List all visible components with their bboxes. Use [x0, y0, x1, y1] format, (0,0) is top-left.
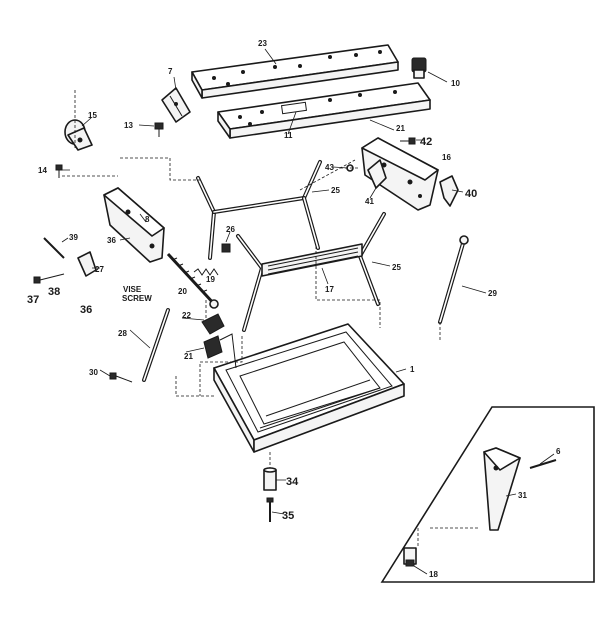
label-21: 21	[184, 352, 193, 361]
label-vise: VISE	[123, 285, 142, 294]
bracket-27	[77, 251, 97, 277]
cross-brace-17	[261, 243, 363, 277]
knob-10	[411, 57, 427, 79]
handle-21	[203, 335, 223, 359]
label-41: 41	[365, 197, 374, 206]
screw-37	[33, 273, 65, 284]
bolt-30	[109, 372, 133, 383]
vise-jaw-left-8	[103, 187, 165, 263]
top-board-21	[217, 82, 431, 139]
inset-leg-31	[483, 447, 521, 531]
label-16: 16	[442, 153, 451, 162]
label-7: 7	[168, 67, 173, 76]
spring-19	[193, 268, 219, 276]
inset-foot-18	[403, 547, 417, 567]
label-13: 13	[124, 121, 133, 130]
vise-jaw-right-16	[361, 137, 439, 211]
rod-29	[438, 235, 469, 324]
cam-lever-41	[367, 159, 387, 189]
bolt-42	[400, 137, 416, 145]
leg-frame-upper-25	[196, 160, 322, 260]
inset-pin-6	[529, 459, 557, 469]
label-17: 17	[325, 285, 334, 294]
label-6: 6	[556, 447, 561, 456]
label-40: 40	[465, 188, 477, 200]
label-15: 15	[88, 111, 97, 120]
label-8: 8	[145, 215, 150, 224]
callout-labels: 23 7 10 13 15 11 21 42 16 14 43 25 40 41…	[27, 39, 561, 579]
label-36-upper: 36	[107, 236, 116, 245]
label-28: 28	[118, 329, 127, 338]
label-screw: SCREW	[122, 294, 152, 303]
label-25-upper: 25	[331, 186, 340, 195]
label-11: 11	[284, 131, 293, 140]
label-42: 42	[420, 136, 432, 148]
base-frame-1	[213, 323, 405, 453]
label-31: 31	[518, 491, 527, 500]
label-18: 18	[429, 570, 438, 579]
inset-panel	[380, 406, 595, 583]
top-board-23	[191, 44, 399, 99]
label-23: 23	[258, 39, 267, 48]
label-35: 35	[282, 510, 294, 522]
rod-28	[142, 308, 170, 382]
label-10: 10	[451, 79, 460, 88]
label-43: 43	[325, 163, 334, 172]
foot-34	[263, 467, 277, 491]
label-30: 30	[89, 368, 98, 377]
label-1: 1	[410, 365, 415, 374]
label-19: 19	[206, 275, 215, 284]
label-39: 39	[69, 233, 78, 242]
screw-14	[55, 164, 63, 178]
label-20: 20	[178, 287, 187, 296]
handle-22	[201, 313, 225, 335]
pin-39	[43, 237, 65, 259]
label-37: 37	[27, 294, 39, 306]
label-29: 29	[488, 289, 497, 298]
label-36-lower: 36	[80, 304, 92, 316]
screw-35	[266, 497, 274, 522]
label-21-top: 21	[396, 124, 405, 133]
swivel-pad-15	[64, 119, 93, 151]
leg-frame-lower-25	[236, 212, 386, 332]
label-38: 38	[48, 286, 60, 298]
label-22: 22	[182, 311, 191, 320]
label-14: 14	[38, 166, 47, 175]
label-25-lower: 25	[392, 263, 401, 272]
clamp-bracket-7	[161, 87, 191, 123]
label-34: 34	[286, 476, 299, 488]
screw-13	[154, 122, 164, 137]
vise-screw-20	[166, 252, 219, 309]
label-26: 26	[226, 225, 235, 234]
assembly-dashed-lines	[62, 90, 480, 546]
lock-bracket-40	[439, 175, 459, 207]
label-27: 27	[95, 265, 104, 274]
leader-lines	[57, 48, 555, 575]
nut-26	[221, 243, 231, 253]
